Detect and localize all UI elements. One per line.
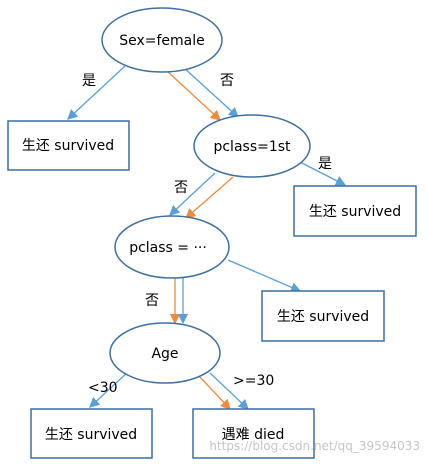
edge-age-to-died-blue: [209, 372, 249, 410]
node-age-label: Age: [151, 346, 178, 362]
edge-age-to-leaf-d: [89, 371, 129, 408]
edge-label-pclass1-yes: 是: [318, 156, 332, 172]
edge-label-age-lt30: <30: [88, 380, 118, 396]
watermark-text: https://blog.csdn.net/qq_39594033: [209, 439, 420, 453]
node-sex-female: Sex=female: [101, 7, 223, 73]
node-pclass-1st: pclass=1st: [193, 114, 311, 178]
leaf-survived-d: 生还 survived: [30, 408, 153, 459]
edge-age-to-died-orange: [197, 374, 231, 410]
edge-sex-to-leaf-a: [67, 65, 126, 120]
node-pclass-other: pclass = ···: [114, 215, 230, 279]
node-pclass-other-label: pclass = ···: [129, 240, 207, 256]
node-pclass-1st-label: pclass=1st: [213, 139, 291, 155]
edge-label-pclass-other-no: 否: [145, 293, 159, 309]
node-age: Age: [109, 322, 221, 384]
leaf-survived-a: 生还 survived: [7, 120, 130, 171]
edge-label-age-ge30: >=30: [233, 373, 274, 389]
leaf-survived-a-label: 生还 survived: [22, 138, 114, 154]
edge-pclass1-to-leaf-b: [295, 159, 347, 186]
leaf-survived-c: 生还 survived: [261, 290, 385, 342]
edge-label-sex-yes: 是: [82, 73, 96, 89]
leaf-survived-b-label: 生还 survived: [309, 204, 401, 220]
edge-label-sex-no: 否: [220, 73, 234, 89]
edge-pclass1-to-pclass-other-orange: [185, 176, 234, 219]
edge-pclass1-to-pclass-other-blue: [169, 172, 216, 216]
leaf-survived-c-label: 生还 survived: [277, 309, 369, 325]
edge-pclass-other-to-leaf-c: [227, 259, 302, 293]
leaf-died-label: 遇难 died: [222, 427, 285, 443]
leaf-survived-d-label: 生还 survived: [45, 427, 137, 443]
leaf-survived-b: 生还 survived: [293, 185, 417, 237]
edge-sex-to-pclass1-blue: [182, 66, 239, 118]
node-sex-female-label: Sex=female: [119, 33, 205, 49]
edge-label-pclass1-no: 否: [174, 180, 188, 196]
edge-sex-to-pclass1-orange: [166, 70, 221, 121]
leaf-died: 遇难 died: [192, 408, 315, 459]
